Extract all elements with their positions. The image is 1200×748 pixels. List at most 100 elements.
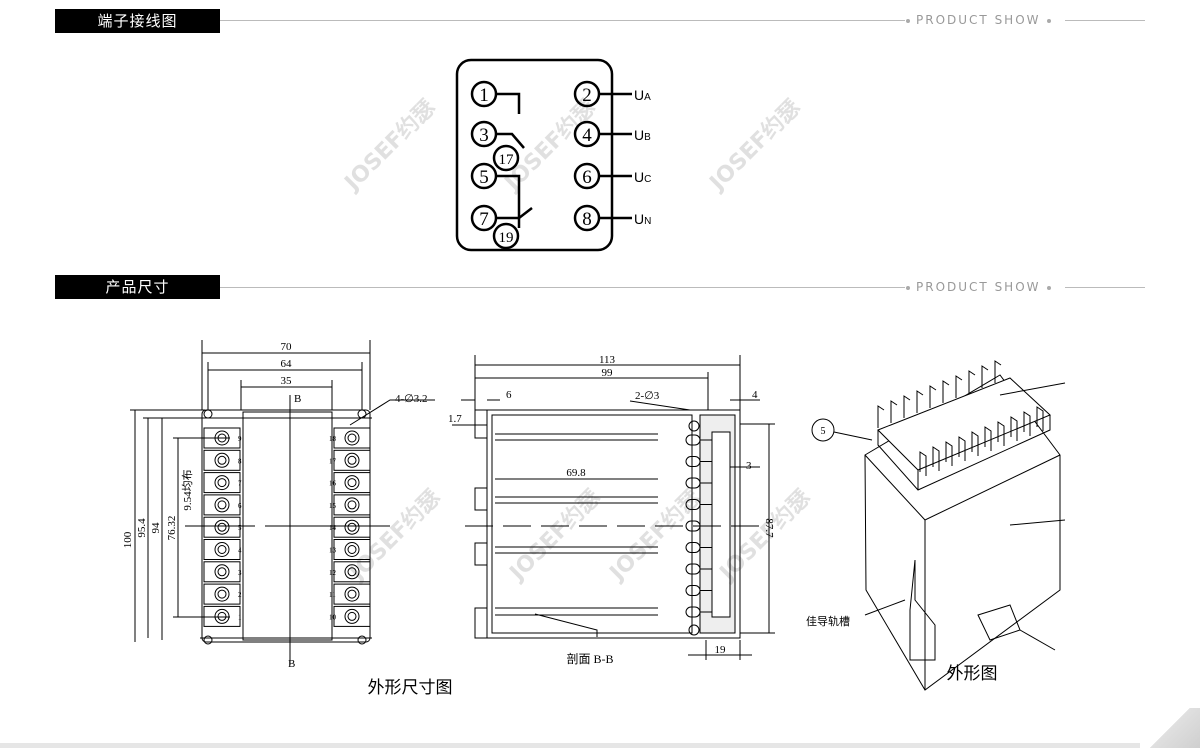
dim-6: 6 — [506, 389, 512, 401]
terminal-screw — [214, 519, 230, 535]
terminal-fin — [877, 405, 885, 428]
terminal-screw-iso — [919, 451, 927, 476]
terminal-block — [333, 605, 371, 627]
watermark: JOSEF约瑟 — [503, 485, 605, 587]
terminal-circle — [573, 80, 601, 108]
wiring-diagram — [455, 58, 632, 252]
aux-terminal-number: 19 — [499, 230, 514, 246]
terminal-fin — [968, 370, 976, 393]
iso-view-drawing — [811, 360, 1066, 691]
terminal-screw-iso — [984, 426, 992, 451]
terminal-number: 5 — [479, 167, 489, 188]
terminal-number: 7 — [479, 209, 489, 230]
terminal-circle — [573, 204, 601, 232]
dim-pitch: 9.54均布 — [181, 469, 194, 510]
terminal-number: 1 — [479, 85, 489, 106]
section-view-drawing — [452, 355, 775, 660]
dim-3: 3 — [746, 460, 752, 472]
terminal-block — [203, 449, 241, 471]
terminal-number-right: 14 — [329, 524, 337, 532]
terminal-number-left: 8 — [238, 457, 242, 465]
terminal-lug — [685, 563, 701, 575]
terminal-number-right: 15 — [329, 502, 337, 510]
terminal-circle — [573, 120, 601, 148]
terminal-fin — [955, 375, 963, 398]
terminal-block — [333, 539, 371, 560]
terminal-block — [203, 605, 241, 627]
product-show-tag: PRODUCT SHOW — [900, 13, 1057, 27]
dim-99: 99 — [602, 367, 614, 379]
bottom-border — [0, 743, 1200, 748]
terminal-lug — [685, 542, 701, 553]
terminal-screw-iso — [1023, 411, 1031, 436]
terminal-block — [203, 494, 241, 516]
section-title-wiring: 端子接线图 — [55, 9, 220, 33]
callout-number: 5 — [821, 426, 826, 437]
terminal-circle — [470, 162, 498, 190]
terminal-number-left: 6 — [238, 502, 242, 510]
tag-text: PRODUCT SHOW — [916, 280, 1041, 294]
front-view-caption: 外形尺寸图 — [368, 678, 453, 697]
terminal-fin — [916, 390, 924, 413]
section-view-caption: 剖面 B-B — [566, 652, 613, 666]
terminal-fin — [903, 395, 911, 418]
watermark: JOSEF约瑟 — [603, 485, 705, 587]
terminal-lug — [685, 434, 701, 446]
terminal-screw — [344, 586, 360, 602]
terminal-circle — [573, 162, 601, 190]
divider — [1065, 287, 1145, 288]
terminal-screw — [214, 475, 230, 491]
terminal-block — [333, 583, 371, 605]
front-view-drawing — [130, 340, 435, 665]
phase-subscript: C — [644, 174, 651, 185]
terminal-screw — [214, 542, 230, 557]
terminal-screw — [344, 475, 360, 491]
terminal-screw — [214, 608, 230, 624]
terminal-lug — [685, 456, 701, 467]
dim-64: 64 — [281, 358, 293, 370]
terminal-block — [333, 427, 371, 449]
terminal-block — [203, 516, 241, 538]
terminal-block — [333, 561, 371, 583]
dim-19: 19 — [715, 644, 727, 656]
terminal-block — [203, 539, 241, 560]
mounting-hole — [357, 409, 367, 419]
terminal-fin — [890, 400, 898, 423]
dim-76-32: 76.32 — [166, 516, 178, 541]
terminal-screw — [344, 497, 360, 513]
mounting-hole — [357, 635, 367, 645]
terminal-number: 2 — [582, 85, 592, 106]
phase-subscript: A — [644, 92, 651, 103]
terminal-block — [333, 516, 371, 538]
terminal-fin — [942, 380, 950, 403]
divider — [1065, 20, 1145, 21]
terminal-fin — [929, 385, 937, 408]
terminal-number-right: 17 — [329, 457, 337, 465]
watermark: JOSEF约瑟 — [338, 95, 440, 197]
terminal-block — [203, 583, 241, 605]
terminal-screw-iso — [971, 431, 979, 456]
terminal-screw-iso — [958, 436, 966, 461]
section-mark-bottom: B — [288, 658, 295, 670]
terminal-fin — [981, 365, 989, 388]
terminal-number: 8 — [582, 209, 592, 230]
terminal-screw — [344, 430, 360, 446]
terminal-screw — [214, 497, 230, 513]
phase-label: UB — [634, 127, 651, 143]
divider — [220, 287, 905, 288]
terminal-screw — [344, 564, 360, 580]
terminal-number: 6 — [582, 167, 592, 188]
dim-69-8: 69.8 — [566, 467, 586, 479]
terminal-number-right: 16 — [329, 480, 337, 488]
terminal-screw-iso — [1010, 416, 1018, 441]
aux-terminal-circle — [492, 144, 520, 172]
aux-terminal-circle — [492, 222, 520, 250]
terminal-number-right: 11 — [329, 591, 336, 599]
tag-text: PRODUCT SHOW — [916, 13, 1041, 27]
terminal-number-right: 12 — [329, 569, 337, 577]
terminal-circle — [470, 80, 498, 108]
iso-view-caption: 外形图 — [947, 664, 998, 683]
phase-subscript: N — [644, 216, 651, 227]
dim-87-7: 87.7 — [763, 518, 775, 538]
terminal-circle — [470, 120, 498, 148]
